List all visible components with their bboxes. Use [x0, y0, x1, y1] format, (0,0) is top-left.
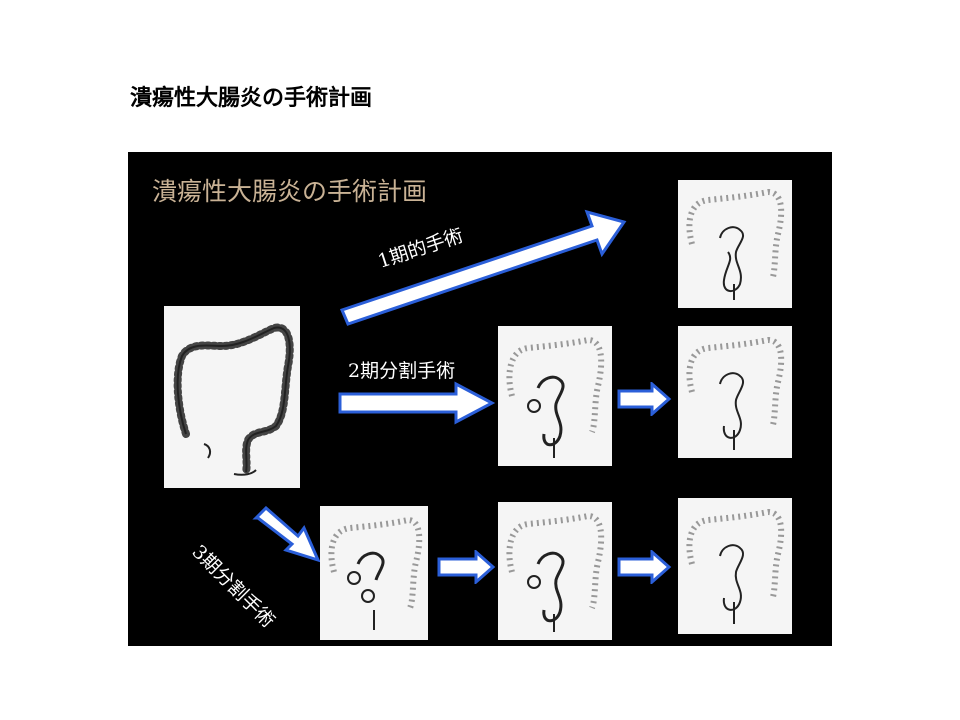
two-stage-step2-drawing — [686, 336, 785, 450]
three-stage-step1-illustration — [320, 506, 428, 640]
one-stage-drawing — [686, 188, 785, 300]
three-stage-step3-illustration — [678, 498, 792, 634]
surgery-plan-diagram: 潰瘍性大腸炎の手術計画 1期的手術 2期分割手術 — [128, 152, 832, 646]
arrow-three-stage — [252, 506, 321, 563]
three-stage-step2-drawing — [506, 512, 605, 632]
arrow-three-stage-next2 — [617, 550, 672, 584]
arrow-three-stage-next1 — [437, 550, 496, 584]
two-stage-step1-illustration — [498, 326, 612, 466]
three-stage-step3-drawing — [686, 508, 785, 624]
diagram-title: 潰瘍性大腸炎の手術計画 — [152, 177, 428, 206]
three-stage-step1-drawing — [328, 516, 423, 630]
original-colon-illustration — [164, 306, 300, 488]
two-stage-step1-drawing — [506, 336, 605, 458]
two-stage-step2-illustration — [678, 326, 792, 458]
one-stage-result-illustration — [678, 180, 792, 308]
colon-drawing — [173, 323, 294, 476]
label-two-stage: 2期分割手術 — [348, 360, 456, 382]
arrow-two-stage — [338, 381, 496, 425]
slide-title: 潰瘍性大腸炎の手術計画 — [130, 86, 373, 111]
arrow-one-stage — [339, 209, 627, 326]
three-stage-step2-illustration — [498, 502, 612, 640]
arrow-two-stage-next — [617, 382, 672, 416]
